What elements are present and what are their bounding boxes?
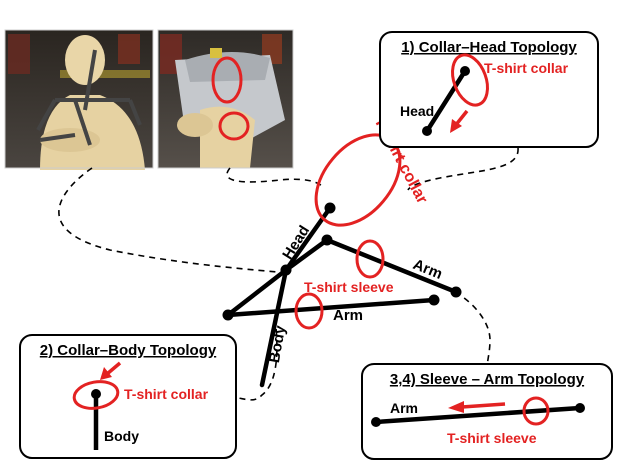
body-segment [259, 267, 289, 388]
sleeve-marker-icon [218, 111, 250, 141]
upper-arm-segment [324, 237, 459, 295]
panel-collar-head: 1) Collar–Head Topology T-shirt collar H… [379, 31, 599, 148]
left-shoulder-segment [225, 267, 289, 318]
body-label: Body [266, 324, 289, 365]
panel1-title: 1) Collar–Head Topology [401, 39, 577, 56]
arm-bottom-label: Arm [333, 307, 363, 324]
panel3-title: 3,4) Sleeve – Arm Topology [390, 371, 585, 388]
mannequin-photo [4, 29, 154, 170]
panel2-arrow-icon [100, 361, 122, 380]
sleeve-ellipse-upper-icon [355, 239, 385, 279]
collar-marker-icon [211, 56, 243, 104]
panel1-head-label: Head [400, 103, 434, 119]
panel3-sleeve-ellipse-icon [522, 396, 550, 426]
right-shoulder-segment [283, 237, 330, 273]
panel1-arrow-icon [450, 109, 469, 133]
panel2-collar-ellipse-icon [72, 380, 120, 410]
panel3-sleeve-label: T-shirt sleeve [447, 430, 537, 446]
sleeve-label: T-shirt sleeve [304, 279, 394, 295]
panel2-collar-label: T-shirt collar [124, 386, 209, 402]
panel2-title: 2) Collar–Body Topology [40, 342, 217, 359]
panel-collar-body: 2) Collar–Body Topology T-shirt collar B… [19, 334, 237, 459]
panel3-arrow-icon [448, 401, 506, 413]
panel1-collar-label: T-shirt collar [484, 60, 569, 76]
panel-sleeve-arm: 3,4) Sleeve – Arm Topology Arm T-shirt s… [361, 363, 613, 460]
panel3-arm-label: Arm [390, 400, 418, 416]
mannequin-shirt-photo [157, 29, 294, 169]
skeleton-overlay-icon [36, 49, 142, 146]
skeleton-joints [222, 202, 462, 321]
lower-arm-segment [225, 297, 437, 318]
dashed-connectors [58, 147, 519, 401]
panel2-body-label: Body [104, 428, 139, 444]
sleeve-ellipse-lower-icon [294, 292, 324, 330]
main-skeleton [225, 205, 459, 388]
panel1-collar-ellipse-icon [451, 53, 489, 107]
